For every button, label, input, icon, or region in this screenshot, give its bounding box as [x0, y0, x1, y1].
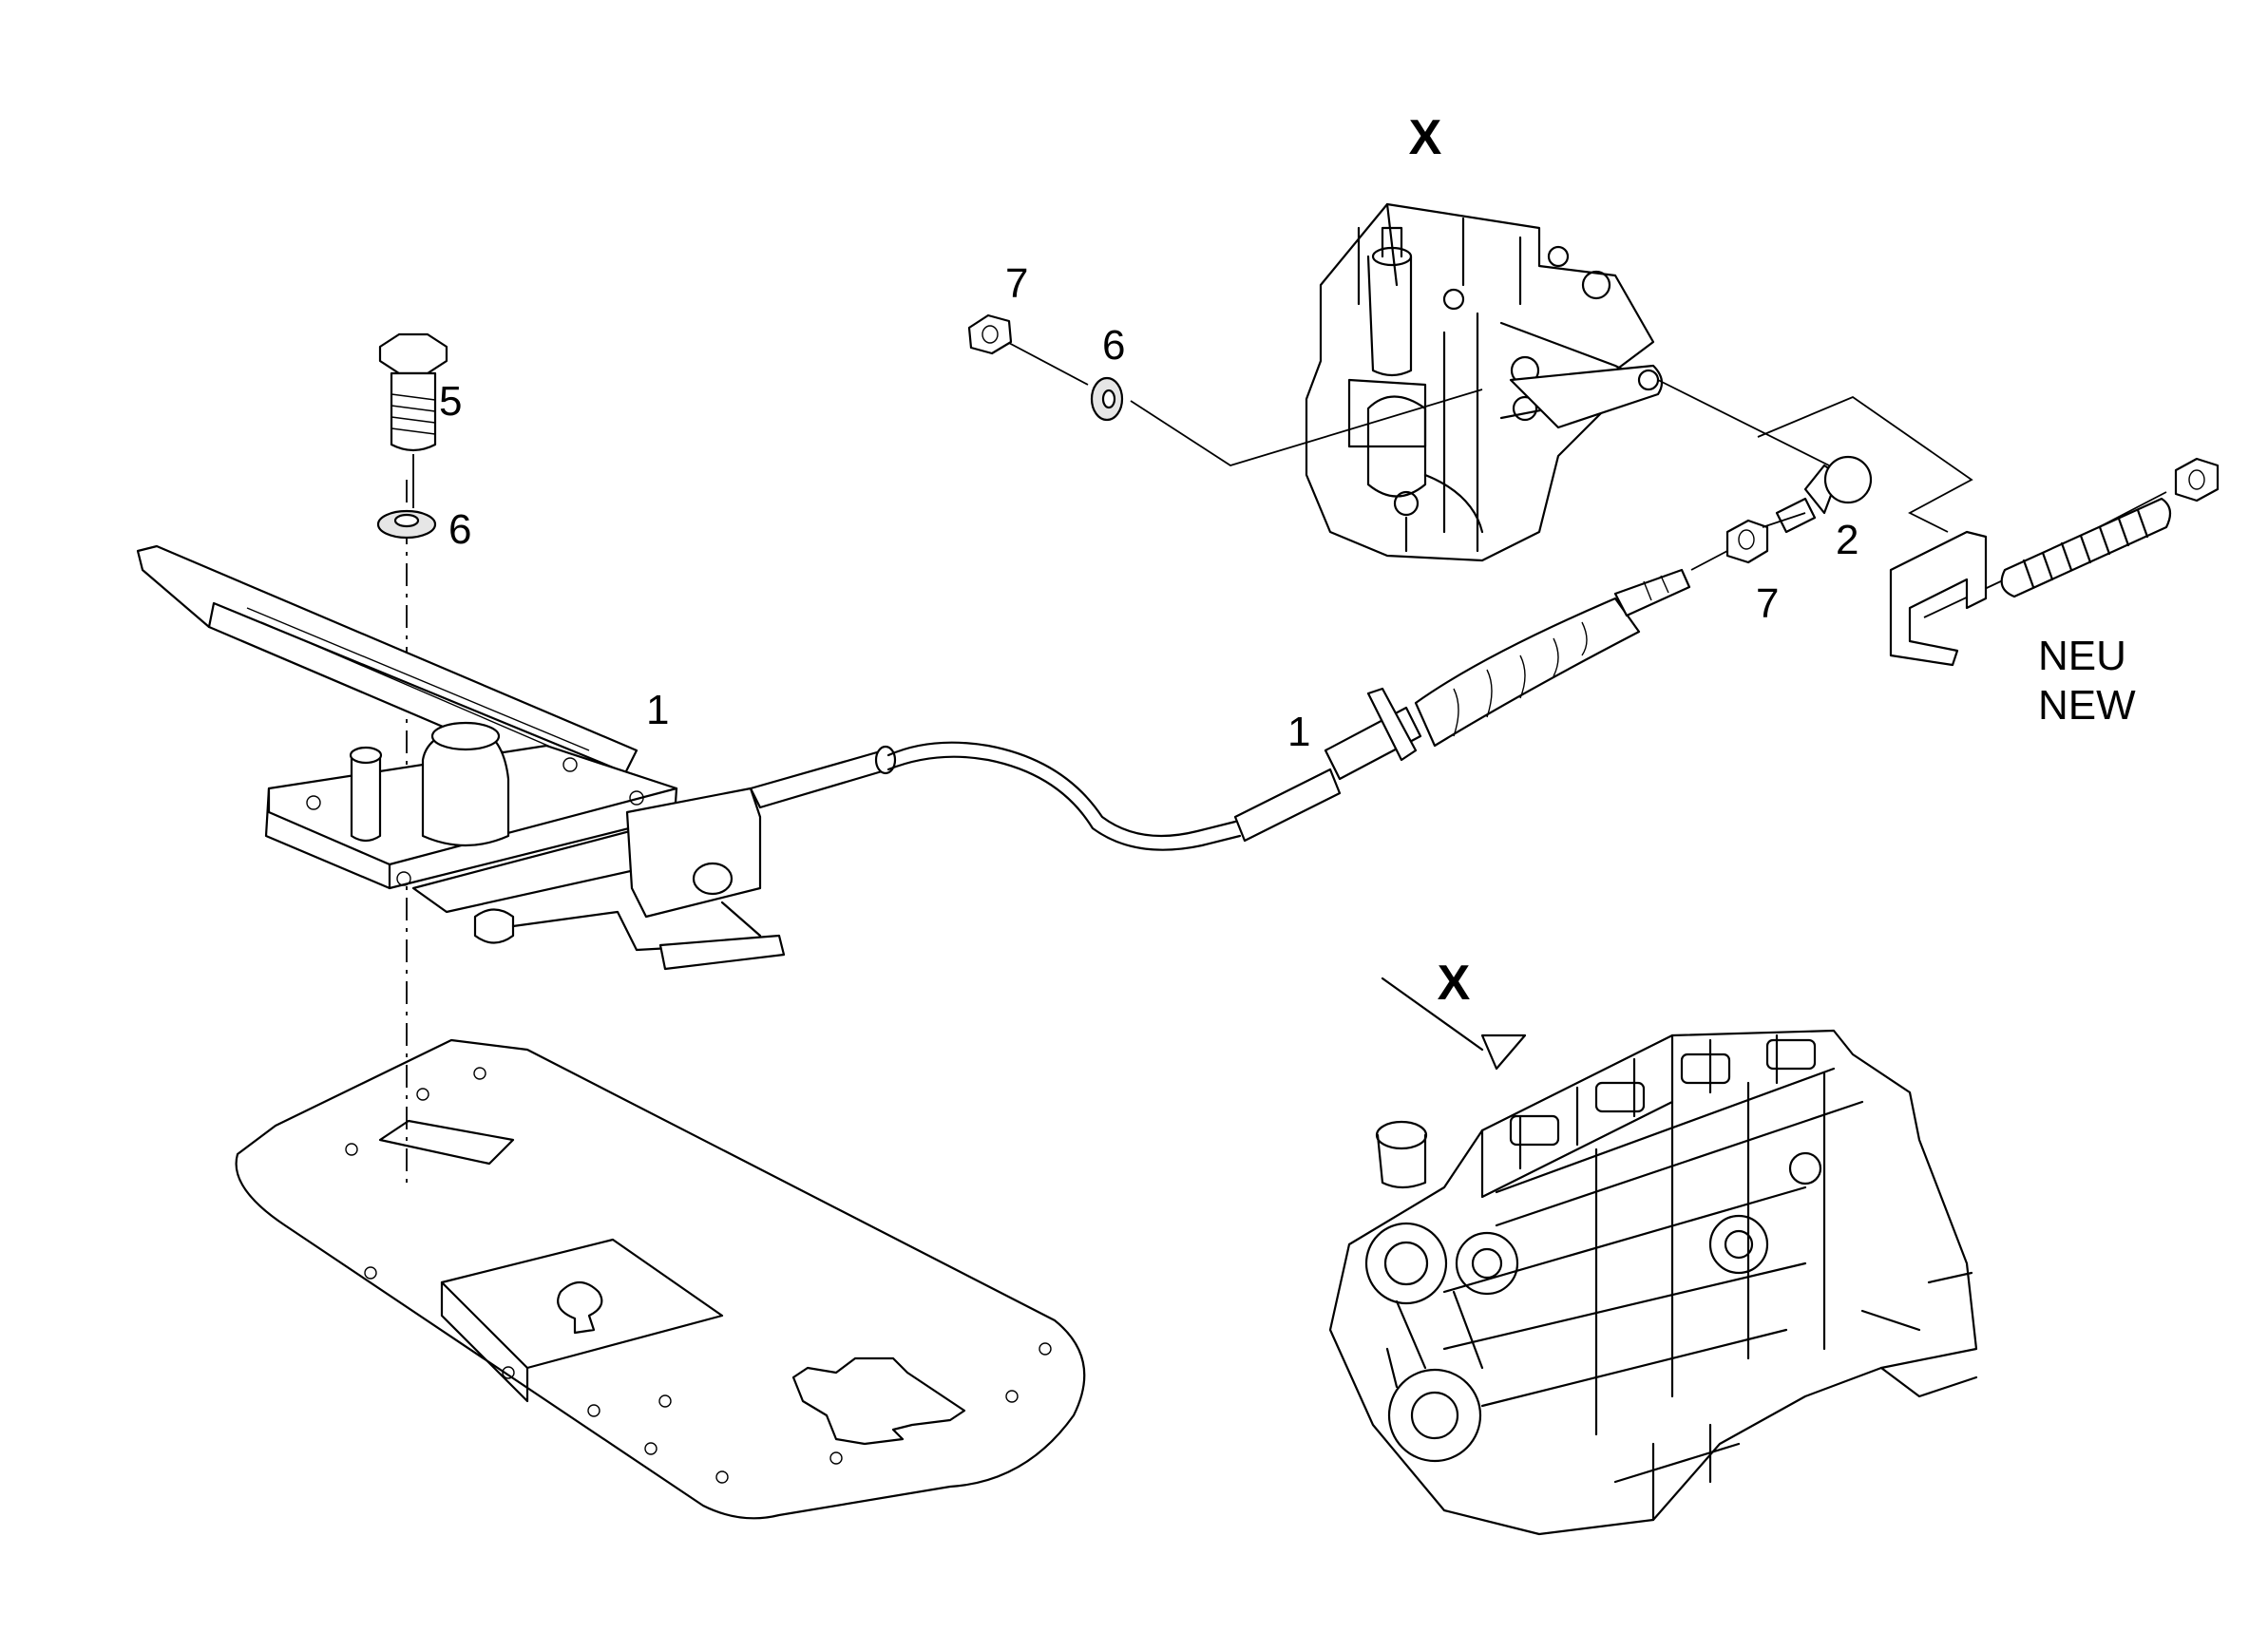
- pump-detail: [1305, 202, 1664, 562]
- arrow-marker-label: X: [1438, 956, 1471, 1011]
- bowden-cable: [886, 568, 1691, 851]
- new-bracket: [1889, 530, 1988, 667]
- new-note-line2: NEW: [2038, 682, 2136, 729]
- nut-top: [967, 313, 1013, 355]
- callout-pedal-assembly: 1: [646, 687, 669, 733]
- nut-right: [1725, 519, 1769, 564]
- washer-left: [376, 509, 437, 540]
- callout-cable-end: 1: [1287, 709, 1310, 755]
- spring: [2000, 497, 2172, 598]
- engine-overview: [1328, 1029, 1978, 1536]
- callout-washer-top: 6: [1102, 322, 1125, 369]
- washer-top: [1090, 376, 1124, 422]
- ball-joint: [1775, 455, 1873, 534]
- callout-nut-top: 7: [1005, 260, 1028, 307]
- pedal-assembly: [136, 544, 897, 971]
- floor-plate: [235, 1038, 1086, 1520]
- view-arrow: [1381, 977, 1527, 1071]
- callout-ball-joint: 2: [1836, 517, 1858, 563]
- callout-nut-right: 7: [1756, 580, 1779, 627]
- bolt: [378, 332, 448, 452]
- nut-new: [2174, 457, 2220, 503]
- new-note-line1: NEU: [2038, 633, 2126, 679]
- view-marker-label: X: [1409, 110, 1442, 165]
- callout-bolt: 5: [439, 378, 462, 425]
- callout-washer-left: 6: [448, 506, 471, 553]
